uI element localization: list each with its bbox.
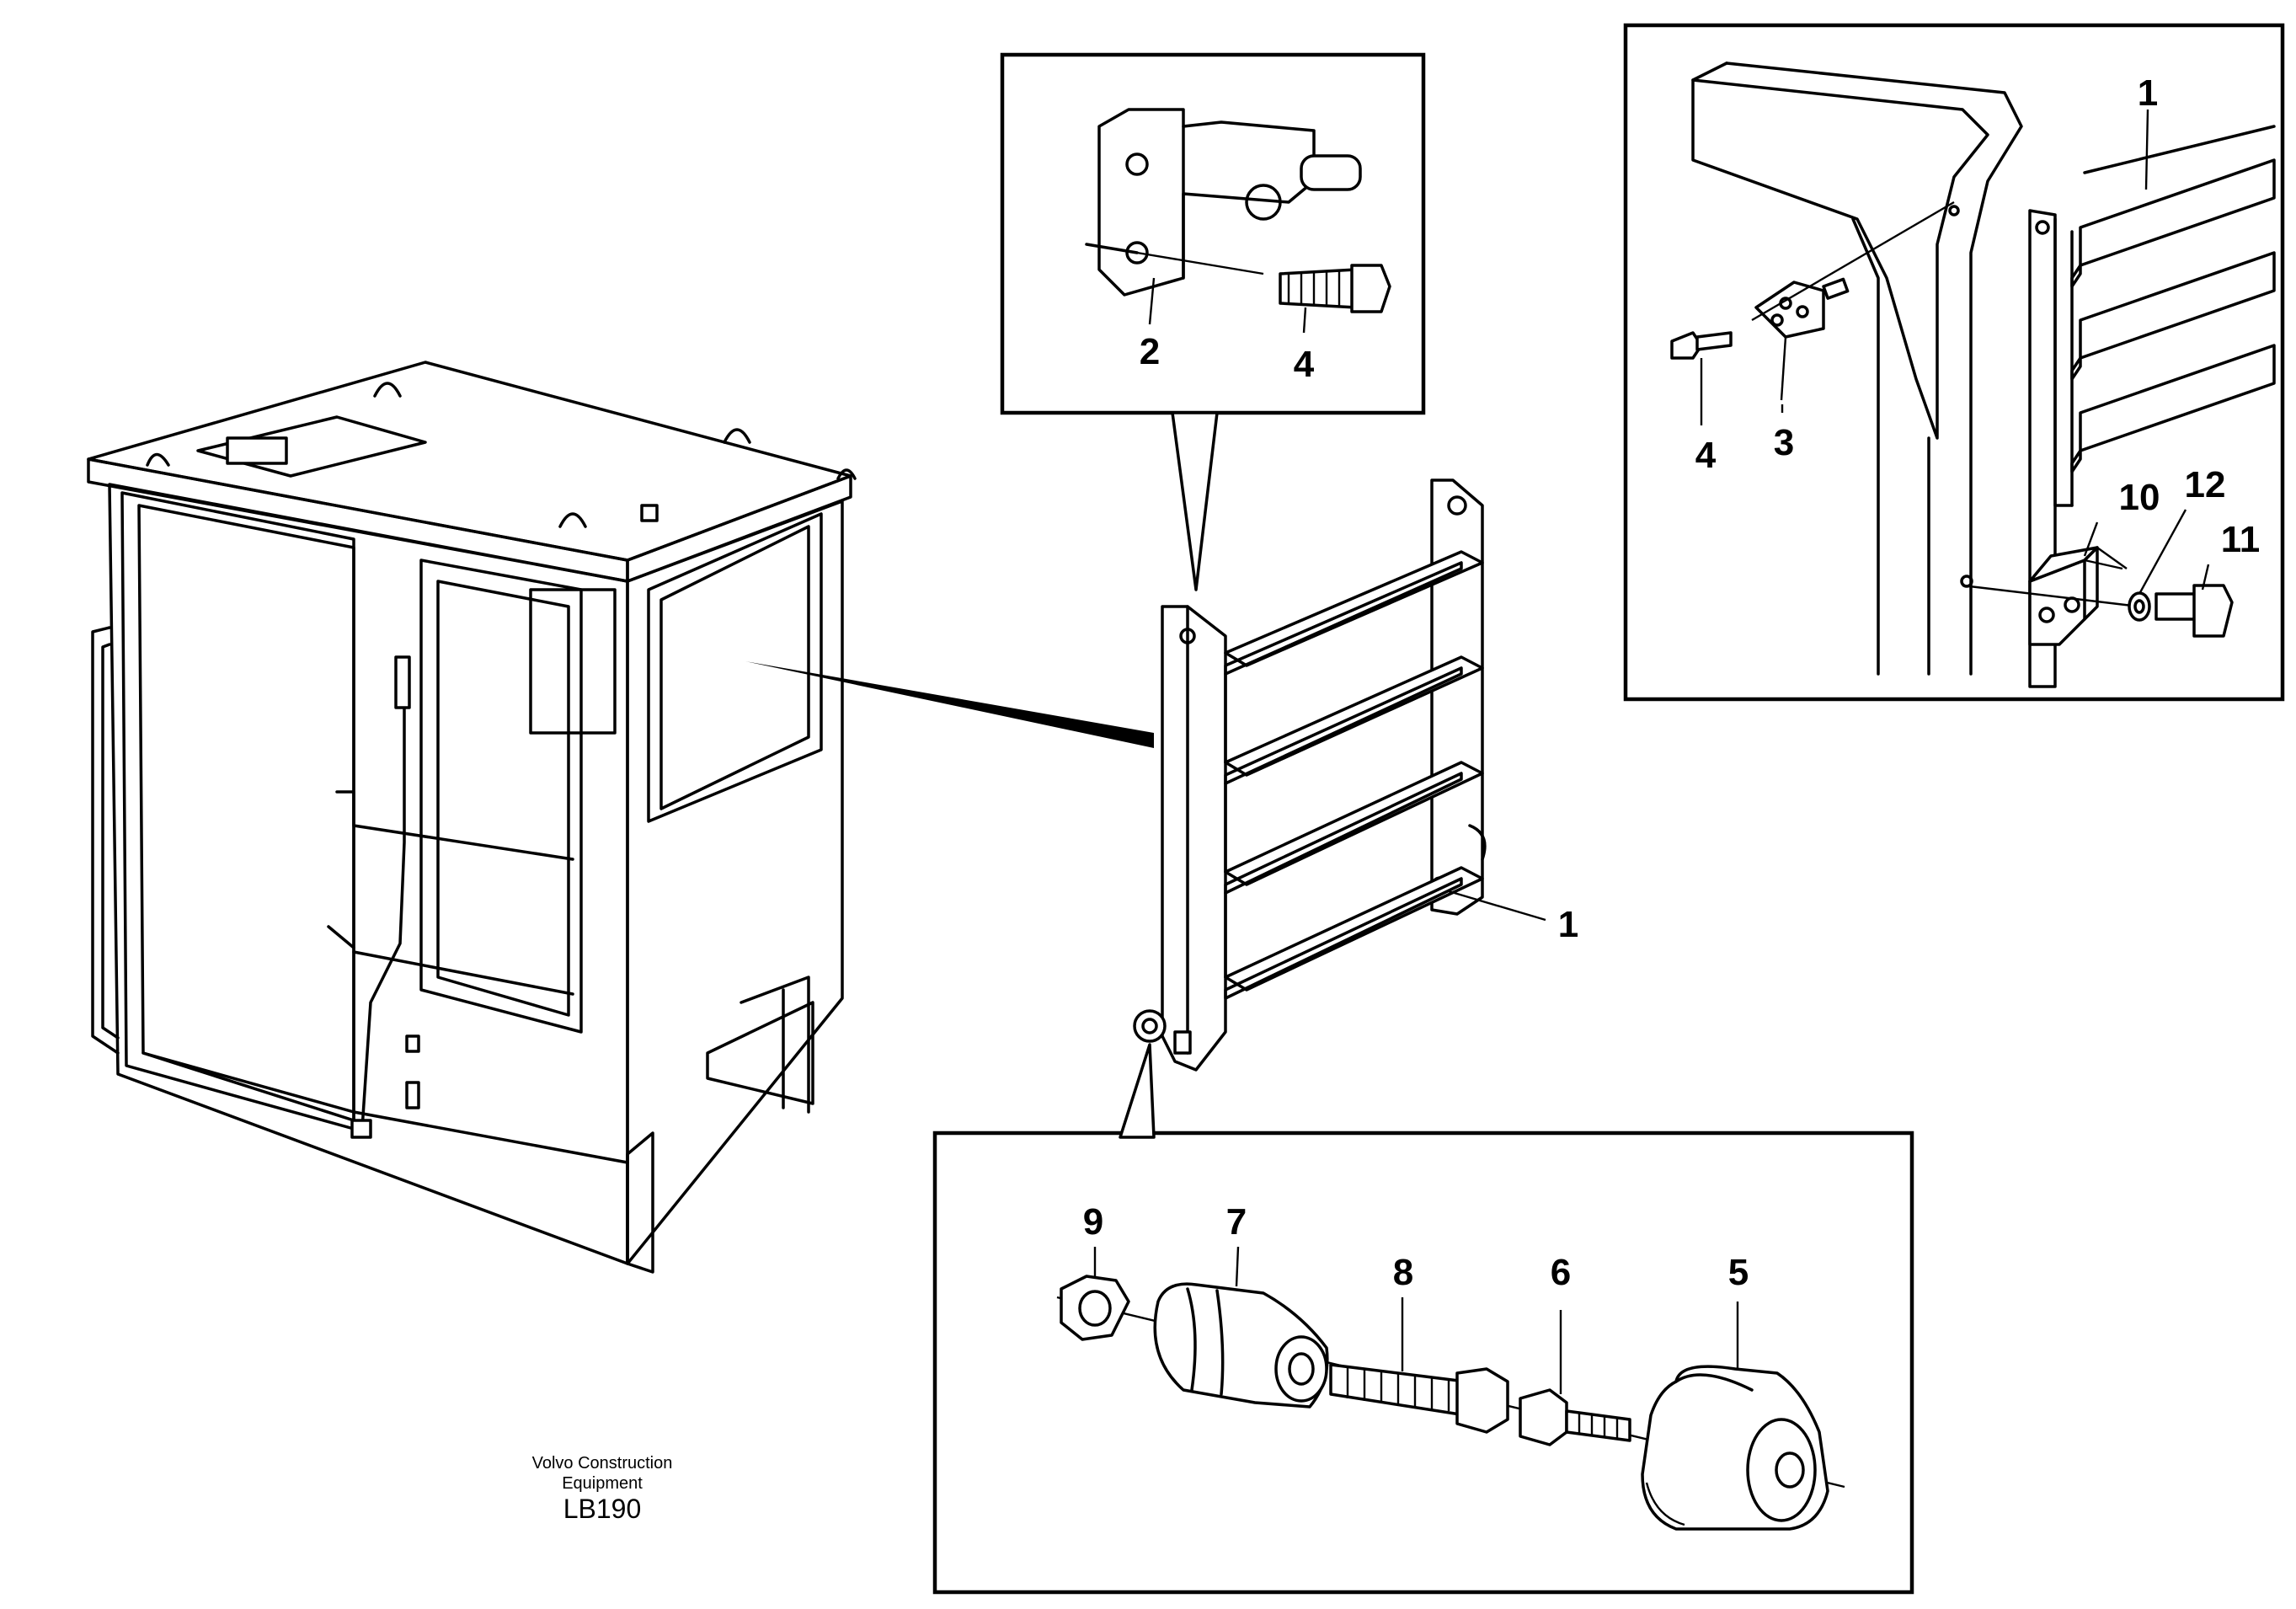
callout-4: 4 — [1294, 344, 1315, 385]
callout-1-right: 1 — [2138, 72, 2158, 114]
caption-line-2: Equipment — [562, 1474, 643, 1493]
rubber-mount-7 — [1153, 1282, 1329, 1409]
bolt-4-top — [1279, 264, 1391, 313]
detail-box-bracket-bolt: 2 4 — [1000, 52, 1426, 591]
callout-5: 5 — [1728, 1252, 1749, 1293]
nut-6 — [1519, 1388, 1631, 1446]
caption-company: Volvo Construction Equipment — [489, 1453, 716, 1494]
callout-9: 9 — [1083, 1201, 1103, 1243]
frame-louvres — [2070, 125, 2276, 507]
caption-code: LB190 — [563, 1494, 642, 1524]
caption-line-1: Volvo Construction — [531, 1454, 673, 1473]
louvre-slats — [1224, 550, 1484, 1000]
callout-6: 6 — [1551, 1252, 1571, 1293]
nut-9 — [1060, 1275, 1130, 1341]
detail-box-frame-clamp: 1 4 3 10 12 11 — [1623, 23, 2285, 702]
detail-pointer-bottom — [1119, 1043, 1156, 1139]
cylinder-mount-5 — [1641, 1365, 1829, 1531]
plate-3 — [1754, 277, 1850, 339]
callout-4-right: 4 — [1695, 435, 1717, 476]
bolt-8 — [1329, 1363, 1509, 1434]
callout-1-main: 1 — [1558, 904, 1578, 945]
bolt-4-right — [1670, 331, 1733, 360]
callout-11: 11 — [2221, 519, 2261, 560]
callout-2: 2 — [1140, 331, 1160, 372]
callout-12: 12 — [2185, 464, 2226, 505]
cab-to-grille-leader — [745, 661, 1154, 748]
callout-10: 10 — [2119, 477, 2160, 518]
callout-3: 3 — [1774, 422, 1794, 463]
callout-7: 7 — [1226, 1201, 1247, 1243]
detail-box-mount-parts: 9 7 8 6 5 — [932, 1043, 1914, 1595]
callout-8: 8 — [1393, 1252, 1413, 1293]
cab-assembly — [87, 361, 857, 1274]
detail-pointer-top — [1171, 411, 1219, 591]
bolt-11 — [2155, 584, 2234, 638]
grille-assembly — [1133, 478, 1546, 1072]
